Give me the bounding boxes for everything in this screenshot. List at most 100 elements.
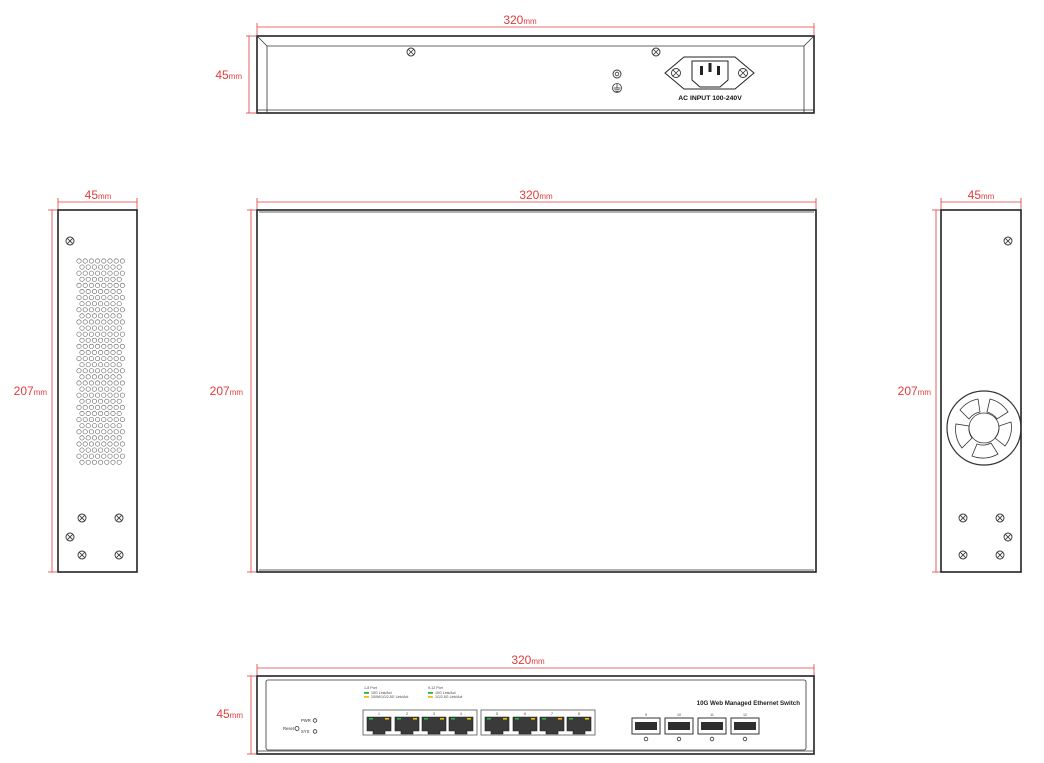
sfp-port[interactable]: 10: [664, 713, 694, 742]
led-legend-group1: 1-8 Port 10G Link/Act 100M/1G/2.5G Link/…: [364, 686, 408, 699]
left-side-panel: [57, 209, 138, 573]
vent-hole: [91, 435, 97, 441]
rj45-port[interactable]: 6: [512, 712, 538, 735]
svg-text:320mm: 320mm: [511, 653, 545, 667]
legend2-yellow-text: 1G/2.5G Link/Act: [435, 695, 462, 699]
vent-hole: [113, 343, 119, 349]
rear-view: 320mm 45mm: [215, 13, 815, 114]
vent-hole: [104, 386, 110, 392]
sys-led-indicator: [312, 729, 318, 734]
vent-hole: [85, 374, 91, 380]
vent-hole: [104, 301, 110, 307]
vent-hole: [104, 276, 110, 282]
vent-hole: [101, 417, 107, 423]
vent-hole: [82, 295, 88, 301]
vent-hole: [110, 447, 116, 453]
front-width-dimension: 320mm: [256, 653, 815, 676]
vent-hole: [116, 350, 122, 355]
top-depth-unit: mm: [230, 388, 244, 397]
vent-hole: [116, 411, 122, 416]
vent-hole: [110, 313, 116, 319]
vent-hole: [116, 325, 122, 331]
vent-hole: [104, 350, 110, 355]
reset-button[interactable]: [294, 726, 300, 731]
svg-text:207mm: 207mm: [210, 384, 244, 398]
vent-hole: [88, 404, 94, 410]
vent-hole: [85, 459, 91, 465]
vent-hole: [95, 441, 101, 447]
vent-hole: [98, 374, 104, 380]
rj45-port-number: 2: [406, 712, 408, 716]
sfp-port-number: 9: [645, 713, 647, 717]
right-depth-value: 207: [898, 384, 918, 398]
vent-hole: [101, 392, 107, 398]
legend2-green-swatch: [428, 692, 433, 694]
port-led: [385, 718, 389, 720]
legend1-green-swatch: [364, 692, 369, 694]
vent-hole: [113, 453, 119, 459]
vent-hole: [82, 282, 88, 288]
rj45-port[interactable]: 4: [448, 712, 474, 735]
rj45-port[interactable]: 8: [566, 712, 592, 735]
vent-hole: [113, 331, 119, 337]
vent-hole: [76, 429, 82, 435]
sfp-port[interactable]: 11: [697, 713, 727, 742]
vent-hole: [116, 374, 122, 380]
legend1-title: 1-8 Port: [364, 686, 377, 690]
vent-hole: [119, 380, 125, 386]
vent-hole: [116, 264, 122, 270]
screw-icon: [1003, 236, 1013, 246]
vent-hole: [101, 453, 107, 459]
port-led: [542, 718, 546, 720]
legend2-title: 9-12 Port: [428, 686, 443, 690]
sfp-port-number: 11: [710, 713, 714, 717]
sfp-port[interactable]: 12: [730, 713, 760, 742]
vent-hole: [110, 301, 116, 307]
vent-hole: [113, 319, 119, 325]
vent-hole: [95, 270, 101, 276]
top-width-value: 320: [519, 188, 539, 202]
vent-hole: [79, 313, 85, 319]
vent-hole: [85, 337, 91, 343]
rj45-port[interactable]: 2: [394, 712, 420, 735]
rear-screw-icon: [651, 47, 661, 57]
vent-hole: [95, 258, 101, 264]
rj45-port[interactable]: 1: [366, 712, 392, 735]
vent-hole: [98, 411, 104, 416]
vent-hole: [91, 374, 97, 380]
right-side-view: 45mm 207mm: [898, 188, 1022, 573]
vent-hole: [76, 319, 82, 325]
sfp-port[interactable]: 9: [631, 713, 661, 742]
rj45-port[interactable]: 7: [539, 712, 565, 735]
vent-hole: [79, 459, 85, 465]
rj45-port-number: 7: [551, 712, 553, 716]
vent-hole: [91, 411, 97, 416]
ac-power-inlet-icon: [664, 56, 755, 90]
vent-hole: [107, 392, 113, 398]
vent-hole: [82, 319, 88, 325]
vent-hole: [76, 380, 82, 386]
sys-led-label: SYS: [301, 729, 310, 734]
vent-hole: [95, 404, 101, 410]
vent-hole: [82, 307, 88, 313]
vent-hole: [88, 453, 94, 459]
vent-hole: [76, 368, 82, 374]
ground-symbol-icon: [612, 83, 622, 93]
legend1-yellow-text: 100M/1G/2.5G Link/Act: [371, 695, 408, 699]
vent-hole: [88, 441, 94, 447]
vent-hole: [98, 362, 104, 368]
vent-hole: [110, 337, 116, 343]
vent-hole: [91, 447, 97, 453]
vent-hole: [101, 356, 107, 362]
ground-screw-icon: [612, 69, 622, 79]
vent-hole: [113, 258, 119, 264]
vent-hole: [101, 307, 107, 313]
vent-hole: [104, 398, 110, 404]
port-led: [531, 718, 535, 720]
sfp-led: [709, 736, 715, 742]
svg-text:207mm: 207mm: [14, 384, 48, 398]
vent-hole: [113, 270, 119, 276]
rj45-port[interactable]: 3: [421, 712, 447, 735]
vent-hole: [110, 264, 116, 270]
rj45-port[interactable]: 5: [484, 712, 510, 735]
